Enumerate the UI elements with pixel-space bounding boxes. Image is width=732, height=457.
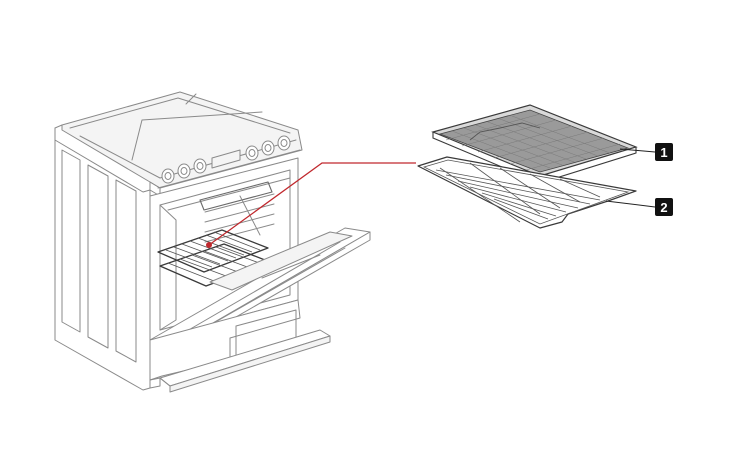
oven-rack-accessory: [417, 156, 637, 229]
callout-label-1: 1: [660, 145, 667, 160]
knob-2: [177, 163, 191, 179]
control-knobs: [157, 135, 301, 189]
rack-wires: [435, 162, 601, 223]
knob-6: [277, 135, 291, 151]
callout-label-2: 2: [660, 200, 667, 215]
leader-line: [208, 162, 416, 246]
callout-badge-1: 1: [655, 143, 673, 161]
knob-1: [161, 168, 175, 184]
control-display: [211, 149, 241, 169]
knob-4: [245, 145, 259, 161]
tray-mesh: [445, 113, 621, 171]
air-fry-tray: [431, 104, 638, 184]
knob-5: [261, 140, 275, 156]
oven-illustration: [54, 91, 371, 393]
knob-3: [193, 158, 207, 174]
callout-leaders: [605, 148, 656, 208]
oven-base: [149, 299, 331, 393]
callout-badge-2: 2: [655, 198, 673, 216]
